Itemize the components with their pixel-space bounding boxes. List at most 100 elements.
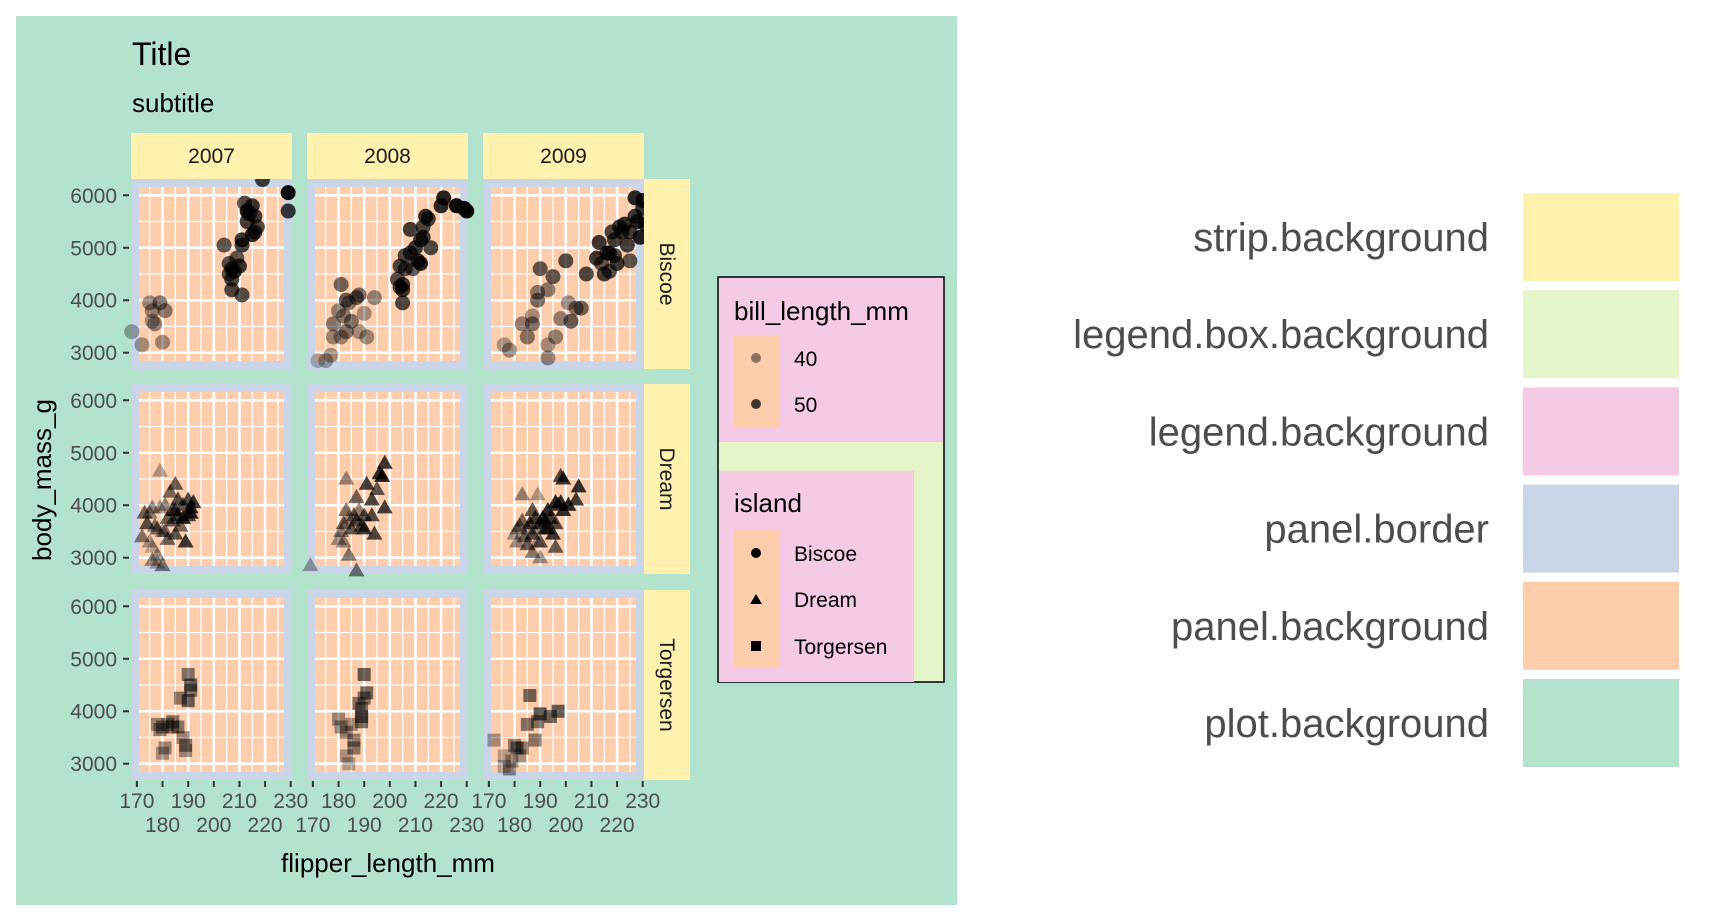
data-point (333, 329, 349, 345)
data-point (402, 221, 418, 237)
data-point (487, 733, 501, 747)
data-point (124, 324, 140, 340)
data-point (344, 717, 358, 731)
points (150, 668, 198, 760)
data-point (151, 499, 168, 514)
data-point (348, 562, 365, 577)
x-tick-label: 220 (424, 790, 459, 813)
data-point (555, 470, 572, 485)
data-point (351, 324, 367, 340)
data-point (166, 720, 180, 734)
y-tick-label: 3000 (70, 342, 117, 365)
column-strips: 2007 2008 2009 (131, 133, 644, 179)
data-point (573, 300, 589, 316)
points (310, 190, 475, 369)
panel-torgersen-2008 (307, 590, 468, 780)
strip-background (307, 133, 468, 179)
key-item-label: legend.box.background (1073, 313, 1489, 357)
key-item-swatch (1523, 193, 1679, 281)
data-point (533, 707, 547, 721)
data-point (520, 717, 534, 731)
data-point (359, 329, 375, 345)
data-point (157, 496, 174, 511)
points (332, 668, 374, 771)
data-point (339, 749, 353, 763)
key-item-legend-box-background: legend.box.background (1073, 290, 1679, 379)
data-point (530, 292, 546, 308)
data-point (134, 337, 150, 353)
strip-label: 2007 (188, 145, 235, 168)
data-point (342, 757, 356, 771)
data-point (459, 203, 475, 219)
data-point (161, 717, 175, 731)
data-point (171, 720, 185, 734)
y-tick-label: 6000 (70, 390, 117, 413)
data-point (528, 733, 542, 747)
data-point (415, 229, 431, 245)
data-point (547, 538, 564, 553)
x-tick-label: 230 (273, 790, 308, 813)
data-point (181, 694, 195, 708)
strip-2009: 2009 (483, 133, 644, 179)
data-point (523, 688, 537, 702)
data-point (177, 533, 194, 548)
data-point (339, 725, 353, 739)
data-point (176, 730, 190, 744)
data-point (172, 517, 189, 532)
data-point (505, 754, 519, 768)
legend-box: bill_length_mm 40 50 island Biscoe Dream… (717, 276, 945, 683)
y-tick-label: 3000 (70, 547, 117, 570)
x-tick-label: 210 (222, 790, 257, 813)
data-point (144, 538, 161, 553)
legend-label-50: 50 (794, 394, 817, 417)
data-point (363, 491, 380, 506)
data-point (627, 190, 643, 206)
data-point (332, 712, 346, 726)
strip-2008: 2008 (307, 133, 468, 179)
x-tick-label: 220 (600, 814, 635, 837)
data-point (622, 253, 638, 269)
data-point (179, 744, 193, 758)
data-point (149, 546, 166, 561)
data-point (506, 525, 523, 540)
data-point (502, 762, 516, 776)
gridlines (139, 392, 284, 566)
data-point (532, 549, 549, 564)
data-point (347, 733, 361, 747)
data-point (524, 543, 541, 558)
data-point (167, 525, 184, 540)
x-tick-label: 170 (471, 790, 506, 813)
data-point (395, 295, 411, 311)
key-item-label: panel.border (1264, 508, 1489, 552)
points (506, 467, 587, 564)
data-point (558, 253, 574, 269)
data-point (153, 723, 167, 737)
data-point (152, 295, 168, 311)
data-point (496, 337, 512, 353)
x-tick-label: 200 (548, 814, 583, 837)
data-point (139, 515, 156, 530)
legend-label-40: 40 (794, 348, 817, 371)
x-tick-label: 170 (295, 814, 330, 837)
x-tick-label: 230 (625, 790, 660, 813)
key-item-plot-background: plot.background (1204, 679, 1679, 767)
data-point (347, 741, 361, 755)
data-point (532, 261, 548, 277)
key-item-swatch (1523, 679, 1679, 767)
panel-dream-2009 (483, 384, 644, 574)
legend-key-dream-triangle-icon (750, 594, 762, 604)
y-tick-label: 5000 (70, 237, 117, 260)
data-point (335, 515, 352, 530)
data-point (413, 256, 429, 272)
gridlines (139, 187, 284, 361)
data-point (355, 702, 369, 716)
legend-bill-length-key-background (734, 335, 780, 427)
key-item-strip-background: strip.background (1193, 193, 1679, 281)
key-item-legend-background: legend.background (1149, 387, 1679, 476)
data-point (181, 668, 195, 682)
data-point (348, 488, 365, 503)
data-point (185, 494, 202, 509)
gridlines (315, 598, 460, 772)
